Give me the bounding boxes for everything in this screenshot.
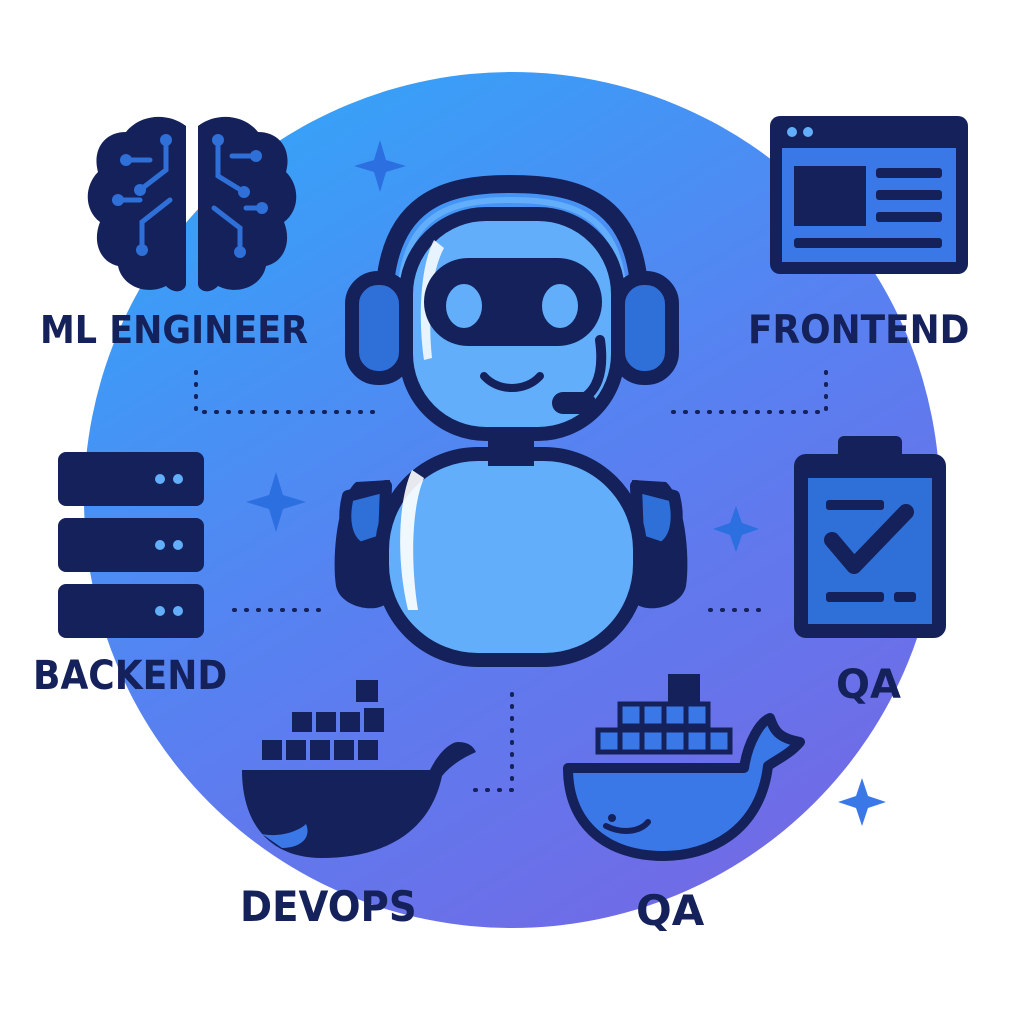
sparkle-icon bbox=[713, 506, 759, 552]
browser-window-icon bbox=[770, 116, 968, 274]
label-qa-bottom: QA bbox=[636, 886, 705, 935]
clipboard-check-icon bbox=[794, 436, 946, 638]
sparkle-icon bbox=[838, 778, 886, 826]
brain-circuit-icon bbox=[87, 116, 297, 292]
label-backend: BACKEND bbox=[33, 653, 228, 699]
label-qa-top: QA bbox=[836, 662, 901, 708]
sparkle-icon bbox=[354, 140, 406, 192]
robot-headset-icon bbox=[334, 174, 688, 667]
label-devops: DEVOPS bbox=[240, 882, 417, 931]
connector-lines bbox=[194, 370, 828, 792]
label-frontend: FRONTEND bbox=[748, 308, 970, 353]
server-stack-icon bbox=[58, 452, 204, 638]
sparkle-icon bbox=[246, 472, 306, 532]
docker-whale-icon bbox=[242, 680, 476, 858]
label-ml-engineer: ML ENGINEER bbox=[40, 308, 309, 352]
docker-whale-icon bbox=[563, 674, 805, 861]
